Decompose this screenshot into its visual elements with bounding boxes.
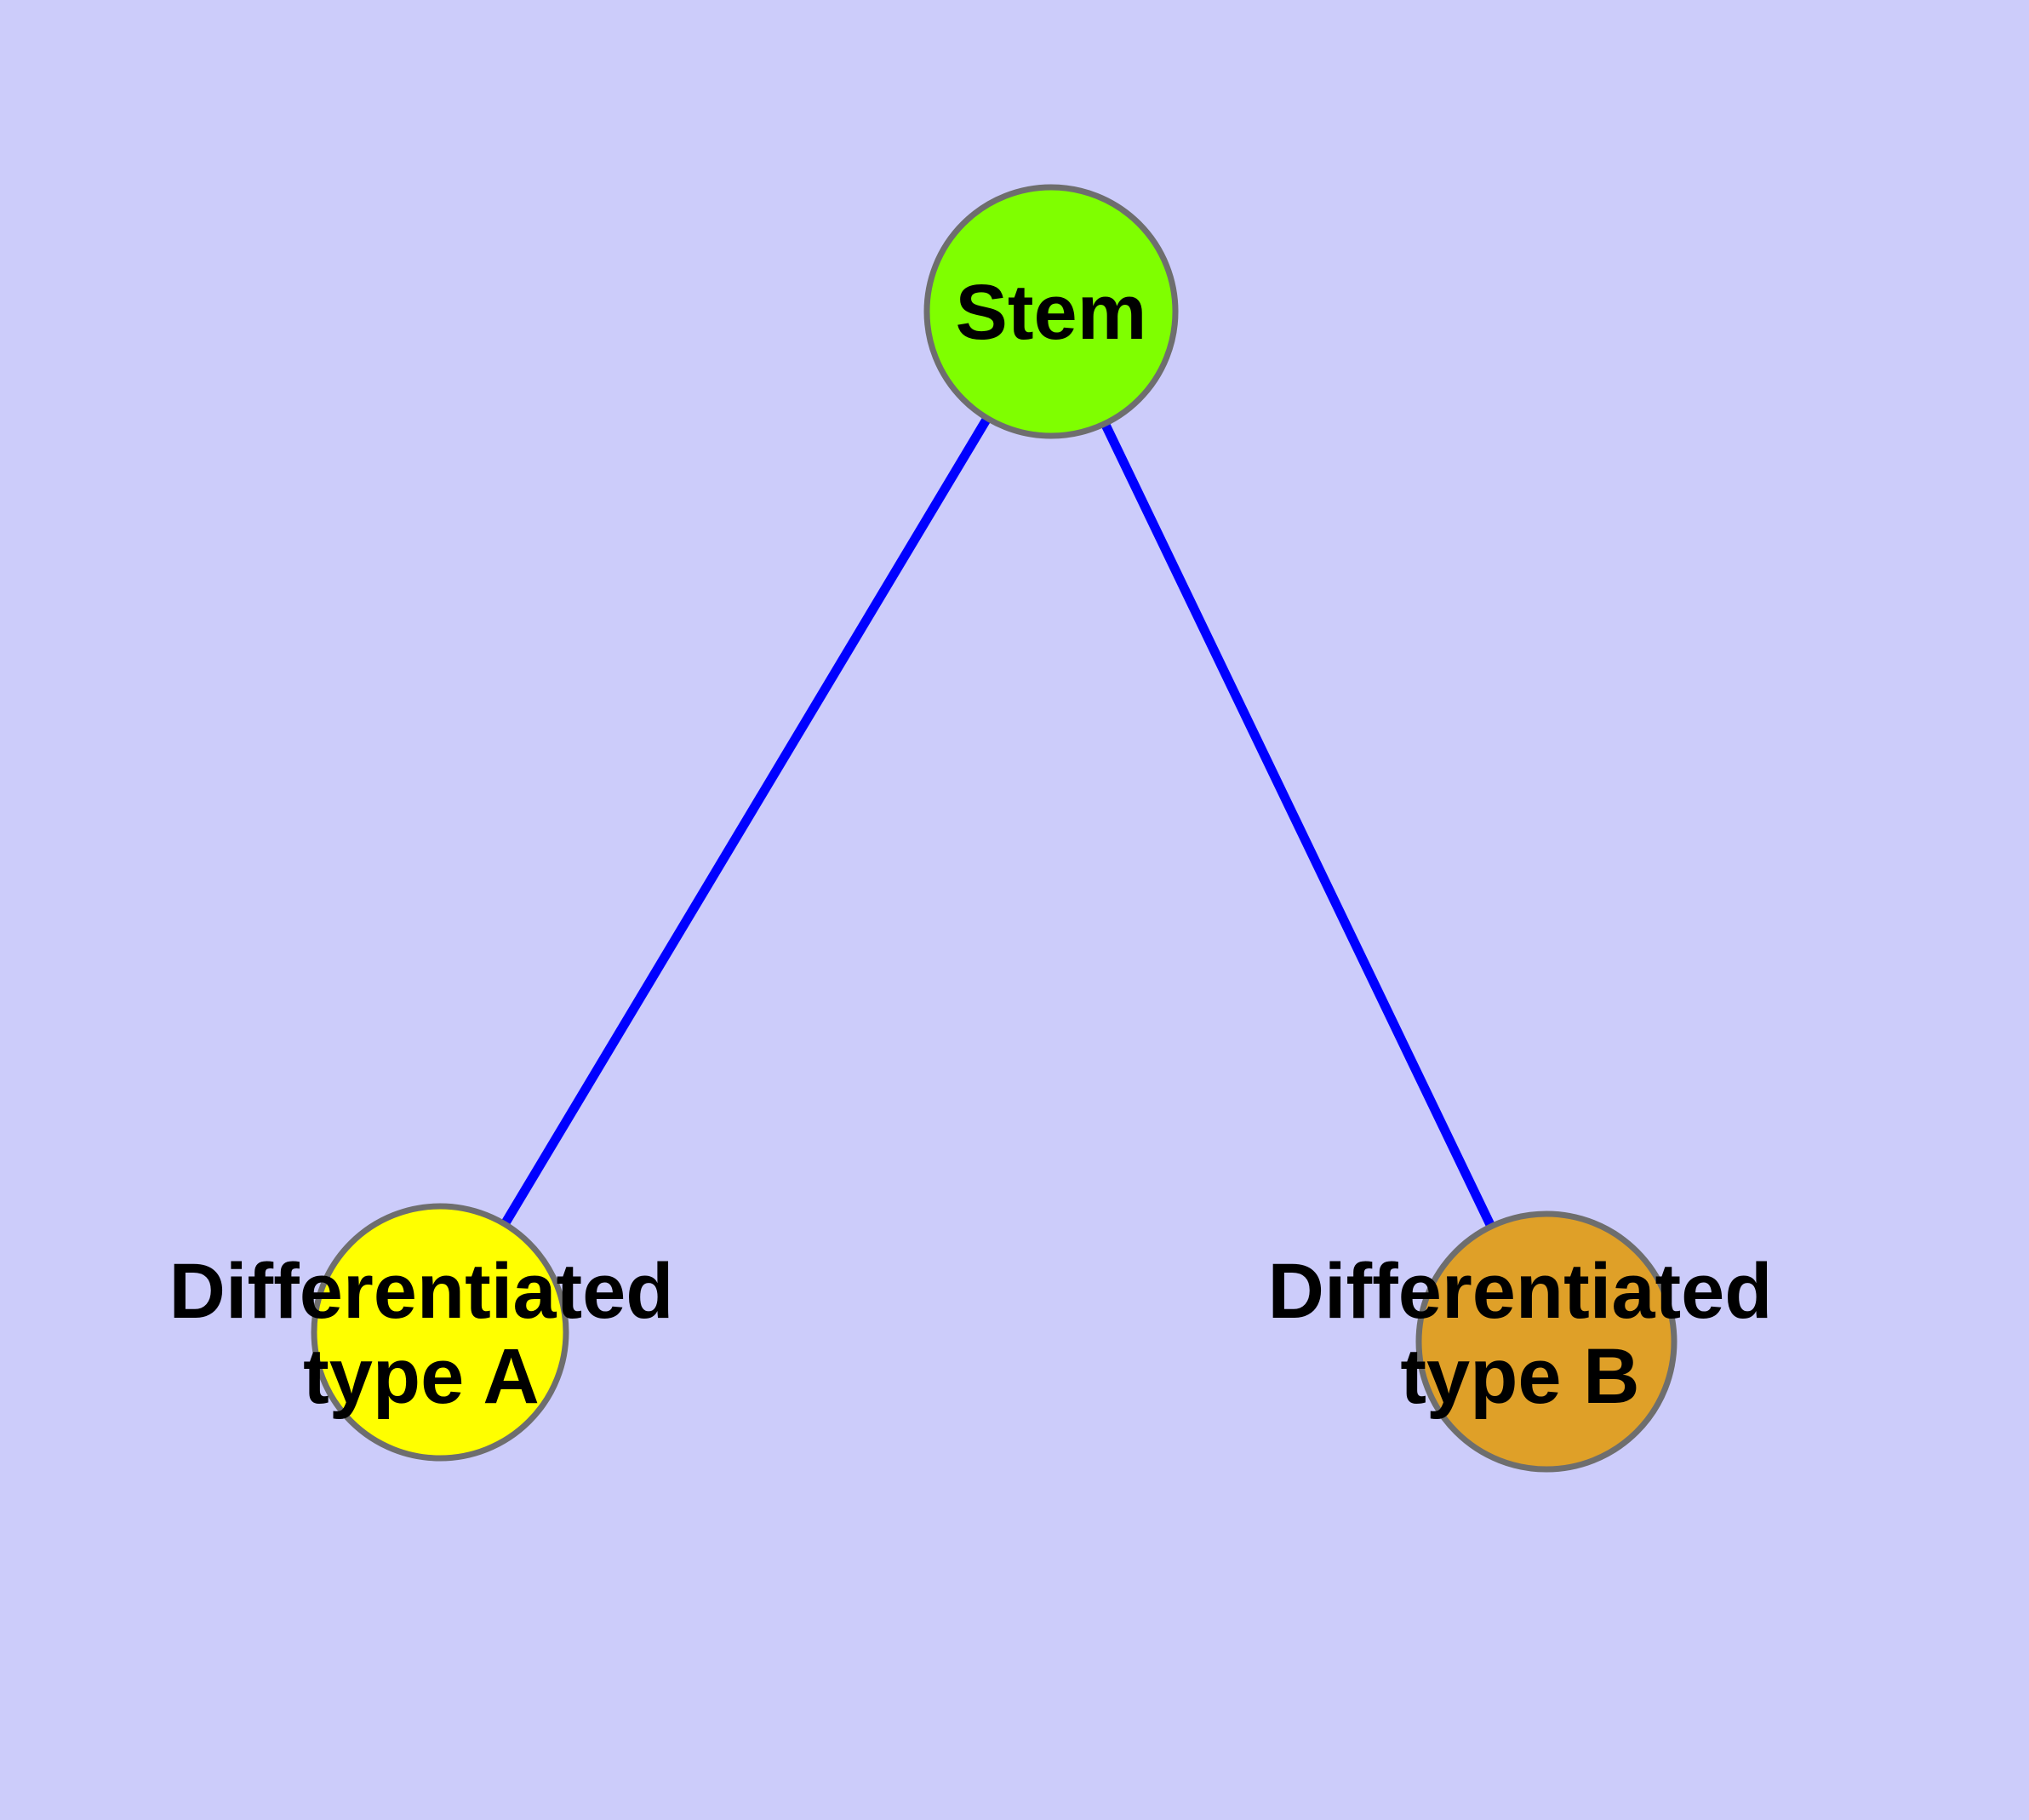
node-label-differentiated-type-b-line1: Differentiated xyxy=(1268,1248,1773,1335)
node-label-differentiated-type-b-line2: type B xyxy=(1400,1333,1639,1420)
node-circle-stem[interactable] xyxy=(923,184,1179,439)
node-stem[interactable] xyxy=(923,184,1179,439)
edge-stem-to-differentiated-type-a xyxy=(436,309,1055,1335)
node-circle-differentiated-type-a[interactable] xyxy=(311,1203,569,1462)
edge-stem-to-differentiated-type-b xyxy=(1047,309,1551,1344)
node-label-differentiated-type-a-line1: Differentiated xyxy=(169,1248,674,1335)
edges-layer xyxy=(436,309,1551,1344)
labels-layer: Stem Differentiated type A Differentiate… xyxy=(169,269,1773,1420)
node-label-differentiated-type-a-line2: type A xyxy=(303,1333,540,1420)
node-differentiated-type-b[interactable] xyxy=(1415,1210,1677,1473)
node-circle-differentiated-type-b[interactable] xyxy=(1415,1210,1677,1473)
node-label-stem: Stem xyxy=(956,269,1147,356)
node-differentiated-type-a[interactable] xyxy=(311,1203,569,1462)
